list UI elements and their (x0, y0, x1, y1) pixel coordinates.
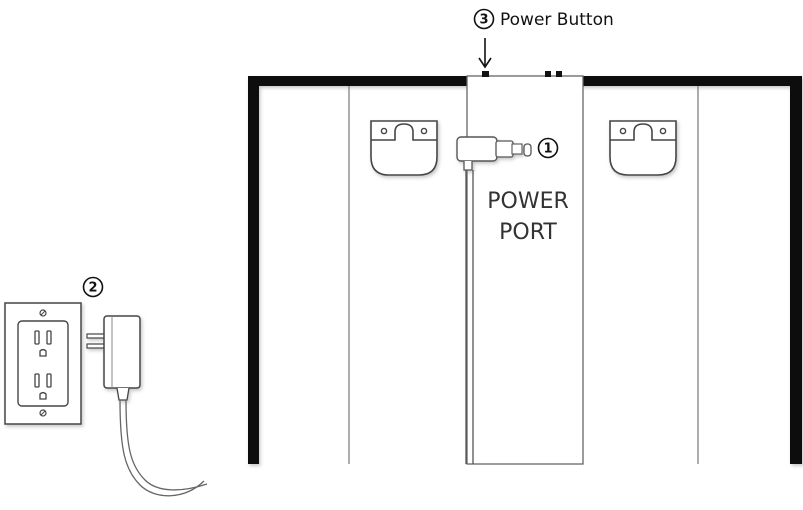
dc-cable (465, 170, 474, 464)
callout-2-number: 2 (88, 281, 97, 296)
power-adapter (86, 315, 141, 401)
outlet-receptacle (17, 320, 69, 407)
panel-dividers (348, 86, 699, 464)
screw-hole-icon (619, 127, 627, 135)
callout-2-badge (82, 276, 104, 298)
screw-hole-icon (659, 127, 667, 135)
power-module-body (466, 75, 584, 465)
outlet-slots (34, 330, 52, 400)
outlet-ground-hole (39, 348, 47, 357)
power-port-label-line2: PORT (499, 220, 557, 245)
outlet-ground-hole (39, 391, 47, 400)
callout-3-label: Power Button (500, 10, 614, 30)
outlet-slot (46, 330, 52, 345)
outlet-slot (34, 373, 40, 388)
frame-left-leg (248, 76, 259, 464)
outlet-screws (39, 309, 47, 417)
down-arrow-icon (478, 38, 492, 69)
wall-outlet (4, 302, 82, 425)
callout-1-badge (537, 137, 559, 159)
screw-hole-icon (420, 127, 428, 135)
callout-3-number: 3 (479, 13, 488, 28)
callout-3-badge (473, 8, 495, 30)
wall-hook-right (609, 120, 677, 176)
wall-hook-left (370, 120, 438, 176)
power-port-socket (523, 143, 532, 157)
outlet-slot (34, 330, 40, 345)
callout-1-number: 1 (543, 142, 552, 157)
power-module (466, 71, 584, 465)
aux-button-left (545, 71, 551, 77)
callout-2: 2 (82, 276, 104, 298)
frame-right-leg (790, 76, 802, 464)
callout-1: 1 (537, 137, 559, 159)
screw-hole-icon (380, 127, 388, 135)
aux-button-right (556, 71, 562, 77)
power-button[interactable] (482, 71, 489, 77)
outlet-slot (46, 373, 52, 388)
adapter-cord (119, 399, 208, 497)
dc-plug (456, 136, 523, 171)
adapter-body (103, 315, 141, 389)
callout-3: 3 Power Button (473, 8, 614, 30)
power-port-label-line1: POWER (487, 189, 569, 214)
